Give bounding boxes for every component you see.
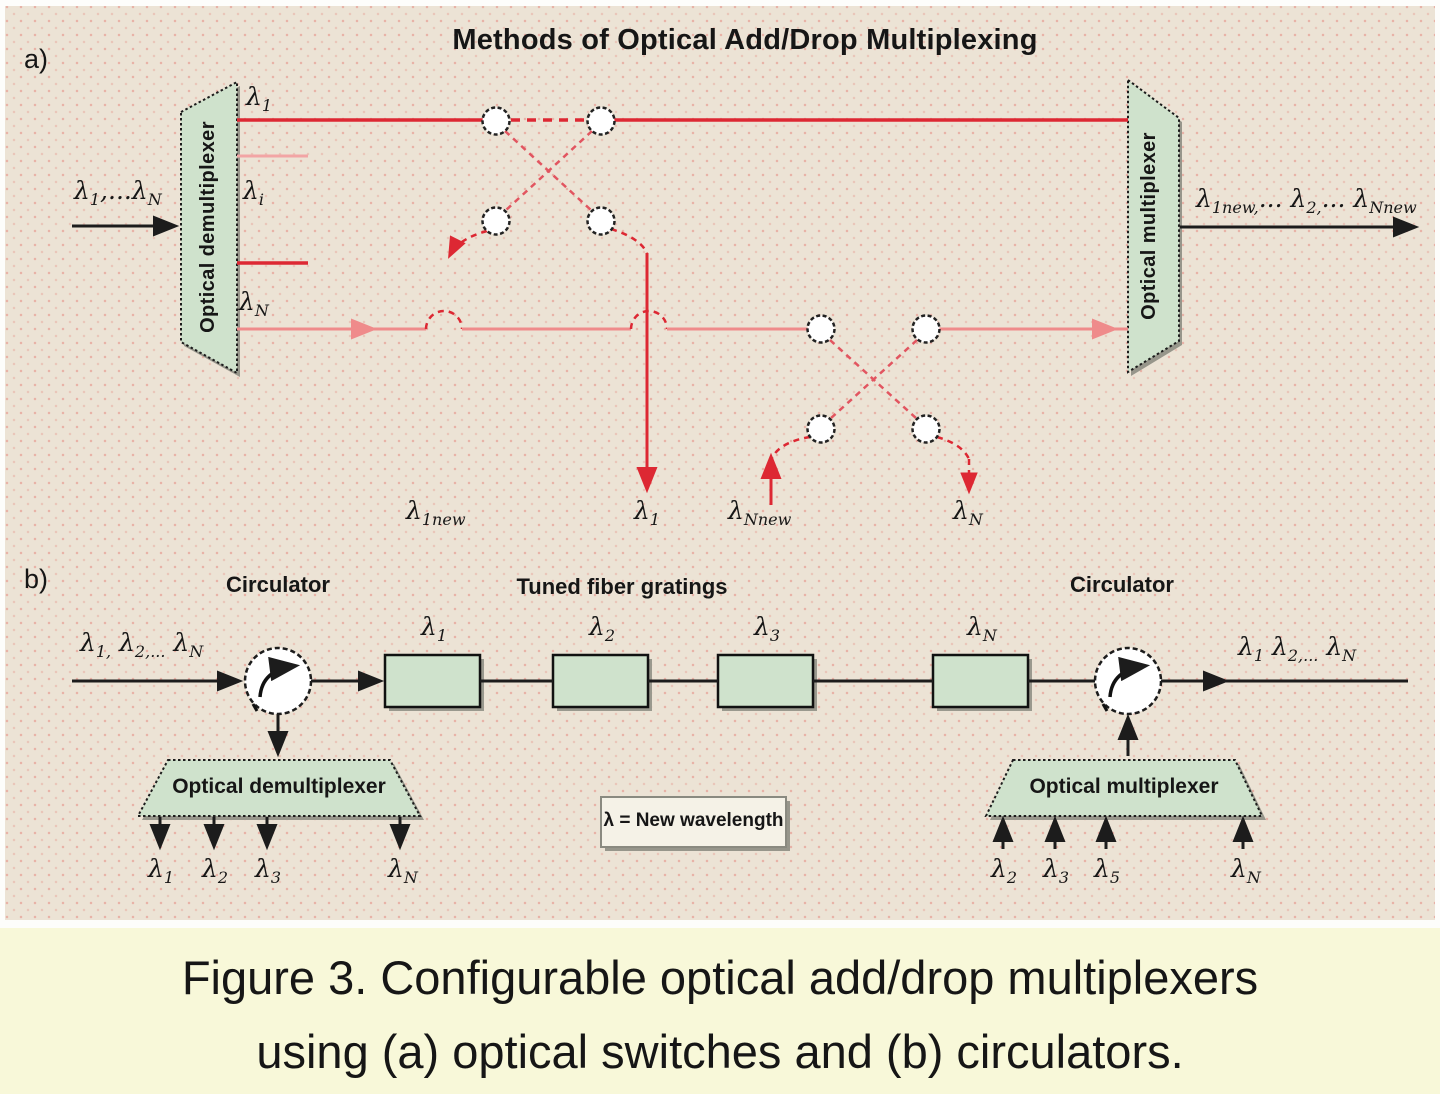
switch1-port-tr [586,106,616,136]
switch2-drop-curve [936,435,971,460]
label-output-a: λ1new,... λ2,... λNnew [1196,184,1417,217]
grating-N [931,653,1030,709]
caption-divider [0,920,1440,928]
label-grating-2: λ2 [589,612,616,645]
circulator-right-arrow [1108,656,1151,698]
optical-multiplexer-a [1127,78,1180,374]
grating-3 [716,653,815,709]
switch1-cross-2 [504,130,593,212]
label-channel-i: λi [243,176,264,209]
circulator-right-tail [1101,703,1109,712]
hop-arc-2 [629,309,669,330]
label-mux-in-N: λN [1231,854,1261,887]
label-output-b: λ1 λ2,... λN [1238,632,1357,665]
optical-demultiplexer-b [136,759,422,817]
label-demux-out-2: λ2 [202,854,229,887]
circulator-left-arrow [258,656,301,698]
label-grating-N: λN [967,612,997,645]
diagram-panel: a) Methods of Optical Add/Drop Multiplex… [0,0,1440,920]
label-input-b: λ1, λ2,... λN [80,628,204,661]
label-input-a: λ1,...λN [74,176,162,209]
switch1-port-bl [481,206,511,236]
label-drop-N: λN [953,496,983,529]
switch2-port-bl [806,414,836,444]
caption-line-2: using (a) optical switches and (b) circu… [256,1025,1184,1078]
grating-2 [551,653,650,709]
figure-title: Methods of Optical Add/Drop Multiplexing [452,24,1038,56]
optical-multiplexer-b [984,759,1264,817]
switch2-port-br [911,414,941,444]
switch2-add-curve [770,435,811,459]
circulator-left-tail [251,703,259,712]
demux-b-label: Optical demultiplexer [172,775,386,798]
label-mux-in-3: λ5 [1094,854,1121,887]
demux-a-label: Optical demultiplexer [197,121,219,333]
section-b-tag: b) [24,564,49,594]
switch1-port-br [586,206,616,236]
label-channel-N: λN [239,287,269,320]
border-top [0,0,1440,6]
label-grating-3: λ3 [754,612,781,645]
switch1-add-curve [448,229,488,259]
switch2-cross-2 [829,339,918,420]
label-add-1new: λ1new [406,496,466,529]
switch1-port-tl [481,106,511,136]
caption-line-1: Figure 3. Configurable optical add/drop … [181,951,1259,1004]
gratings-title: Tuned fiber gratings [516,574,728,599]
label-add-Nnew: λNnew [728,496,792,529]
optical-demultiplexer-a [180,80,238,375]
border-left [0,0,5,920]
mux-a-label: Optical multiplexer [1138,132,1160,320]
label-drop-1: λ1 [634,496,661,529]
hop-arc-1 [424,309,464,330]
circulator-left-label: Circulator [226,572,330,597]
circulator-right-label: Circulator [1070,572,1174,597]
circulator-right-icon [1093,646,1163,716]
border-right [1435,0,1440,920]
switch2-port-tl [806,314,836,344]
label-demux-out-3: λ3 [255,854,282,887]
label-channel-1: λ1 [246,82,273,115]
mux-b-label: Optical multiplexer [1029,775,1219,798]
label-demux-out-1: λ1 [148,854,175,887]
label-demux-out-N: λN [388,854,418,887]
figure-caption: Figure 3. Configurable optical add/drop … [0,928,1440,1094]
switch1-drop-curve [610,227,649,254]
diagram-linework [72,78,1420,851]
label-grating-1: λ1 [421,612,448,645]
switch2-port-tr [911,314,941,344]
label-mux-in-1: λ2 [991,854,1018,887]
grating-1 [383,653,482,709]
section-a-tag: a) [24,44,49,74]
legend-label: λ = New wavelength [603,810,784,831]
circulator-left-icon [243,646,313,716]
label-mux-in-2: λ3 [1043,854,1070,887]
legend-box [600,796,787,848]
